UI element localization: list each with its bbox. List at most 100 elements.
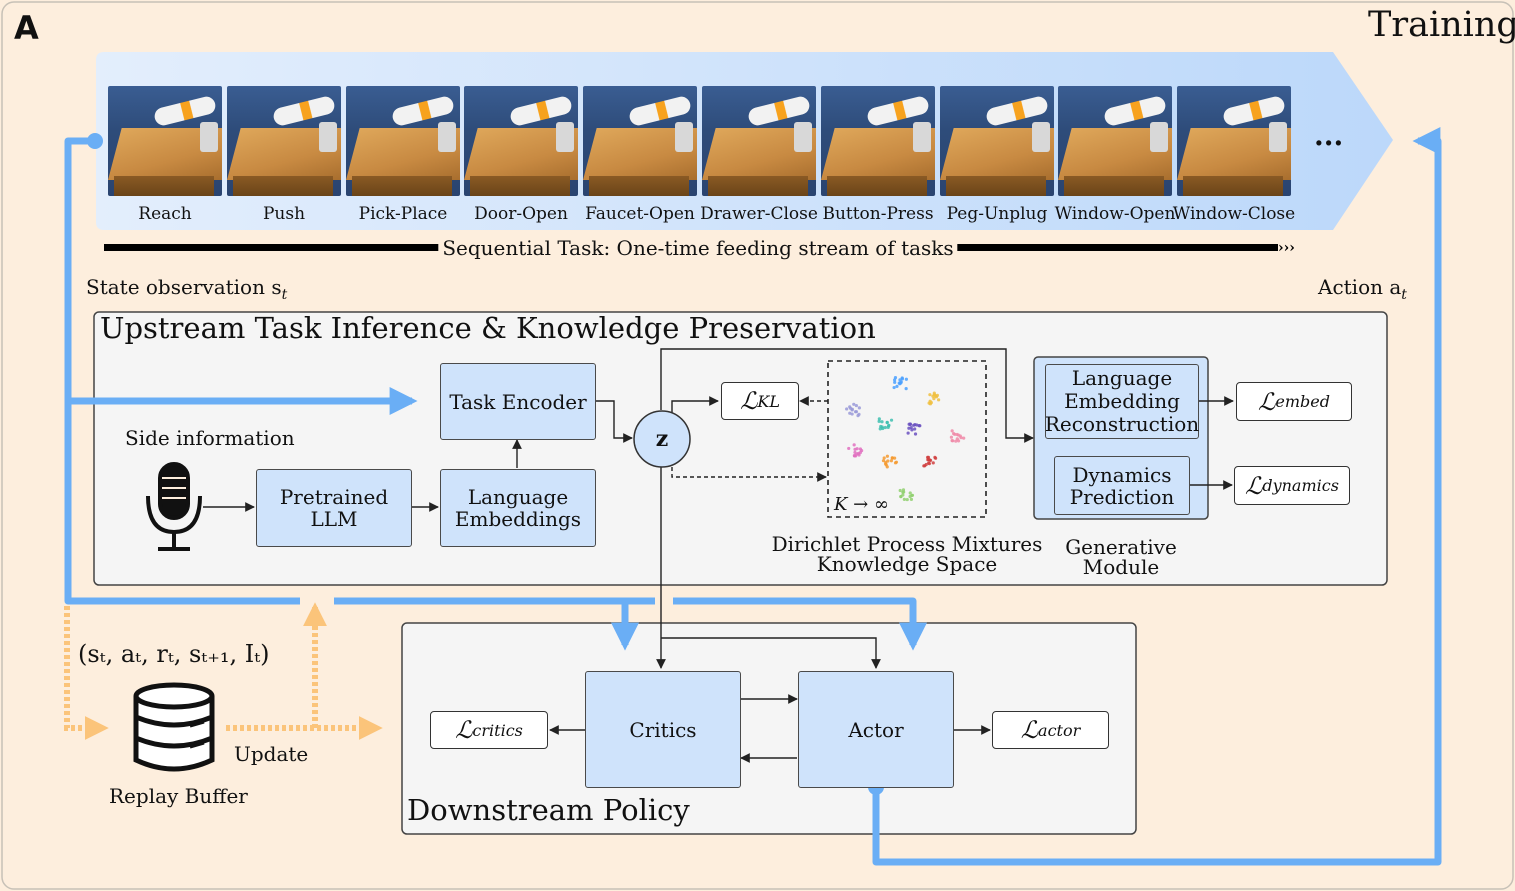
cluster-point [845,407,849,411]
cluster-point [904,387,908,391]
task-label: Button-Press [822,204,934,224]
cluster-point [880,425,884,429]
cluster-point [926,455,931,459]
more-tasks-ellipsis: ... [1314,119,1344,152]
orange-flow [64,602,383,740]
svg-text:›››: ››› [1278,240,1295,256]
cluster-point [854,403,859,408]
cluster-point [882,456,886,460]
cluster-point [928,458,933,462]
panel-letter: A [14,9,39,47]
cluster-point [892,385,896,390]
cluster-point [889,418,894,422]
cluster-point [854,410,859,414]
task-thumbnail [108,86,222,196]
task-label: Peg-Unplug [946,204,1048,224]
cluster-point [902,490,906,494]
state-observation-label: State observation st [86,275,288,303]
cluster-point [926,458,930,462]
cluster-point [912,423,916,427]
cluster-point [929,401,933,405]
cluster-point [886,425,890,430]
cluster-point [913,427,917,431]
connectors [203,348,1234,763]
cluster-point [915,423,919,427]
cluster-point [950,429,954,433]
cluster-point [877,419,881,423]
task-thumbnail [227,86,341,196]
cluster-point [913,432,918,436]
task-thumbnail [346,86,460,196]
upstream-title: Upstream Task Inference & Knowledge Pres… [100,311,876,345]
cluster-point [885,421,889,425]
task-label: Pick-Place [358,204,448,224]
task-thumbnail [940,86,1054,196]
cluster-point [956,439,961,443]
cluster-point [857,412,861,416]
task-thumbnail [702,86,816,196]
cluster-point [883,425,887,430]
cluster-point [893,376,898,380]
k-infinity-label: K → ∞ [834,494,889,515]
cluster-point [910,493,915,497]
cluster-point [880,420,884,424]
knowledge-space-frame [827,360,987,518]
dashed-connectors [671,396,828,482]
cluster-point [908,491,912,495]
lang-emb-line-1: Language [467,485,569,509]
cluster-point [924,462,928,467]
task-label: Reach [138,204,192,224]
task-thumbnail [1058,86,1172,196]
cluster-point [909,497,914,501]
mode-label: Training [1368,5,1515,45]
cluster-point [898,488,902,493]
cluster-point [847,446,851,451]
cluster-point [951,439,955,443]
cluster-point [877,417,881,421]
side-information-label: Side information [125,426,295,450]
task-label: Drawer-Close [700,204,818,224]
cluster-point [906,431,910,435]
cluster-point [848,406,853,410]
cluster-point [931,461,935,465]
cluster-point [900,377,905,381]
llm-line-2: LLM [310,507,358,531]
cluster-point [949,435,954,439]
cluster-point [928,393,932,397]
sequence-bar-right [940,244,1278,251]
cluster-point [937,398,941,402]
cluster-point [932,391,936,395]
cluster-point [899,494,903,499]
cluster-point [954,439,958,443]
cluster-point [933,455,937,459]
cluster-point [889,459,893,463]
cluster-point [934,395,939,399]
cluster-point [852,454,857,458]
actor-box: Actor [798,671,954,788]
z-node [633,410,691,468]
lang-emb-line-2: Embeddings [454,507,582,531]
cluster-point [898,378,902,382]
sequence-label: Sequential Task: One-time feeding stream… [438,238,958,258]
cluster-point [958,434,962,438]
task-thumbnail [1177,86,1291,196]
downstream-title: Downstream Policy [407,793,690,827]
cluster-point [893,456,897,460]
task-label: Window-Open [1054,204,1176,224]
task-encoder-box: Task Encoder [440,363,596,440]
cluster-point [927,462,931,466]
cluster-point [962,436,966,440]
replay-buffer-label: Replay Buffer [109,784,248,808]
cluster-point [895,384,899,388]
critics-box: Critics [585,671,741,788]
cluster-point [852,402,856,406]
state-dot [87,133,103,149]
